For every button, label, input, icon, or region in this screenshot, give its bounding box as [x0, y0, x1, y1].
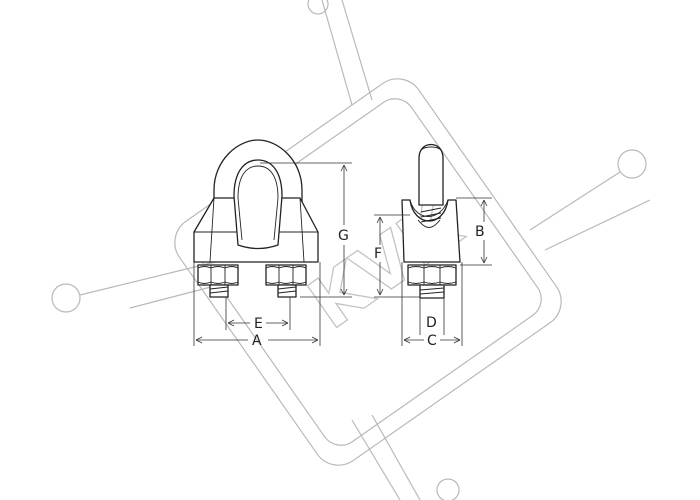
dimension-label-e: E — [254, 316, 263, 332]
dimension-d: D — [419, 298, 445, 335]
dimension-g: G — [260, 162, 352, 298]
dimension-f: F — [374, 214, 420, 298]
side-view: F B D C — [374, 143, 492, 349]
dimension-e: E — [225, 297, 291, 332]
dimension-label-c: C — [427, 333, 437, 349]
dimension-c: C — [401, 262, 463, 349]
right-nut — [265, 264, 307, 298]
dimension-label-b: B — [475, 224, 485, 240]
dimension-label-f: F — [374, 246, 382, 262]
front-view: A E G — [193, 139, 352, 349]
side-u-bolt-leg — [418, 143, 444, 206]
left-nut — [197, 264, 239, 298]
u-bolt-inner-loop — [233, 159, 283, 250]
side-nut — [407, 264, 457, 299]
dimension-b: B — [456, 197, 492, 266]
dimension-label-d: D — [426, 315, 437, 331]
dimension-label-a: A — [252, 333, 262, 349]
dimension-a: A — [193, 262, 321, 349]
dimension-label-g: G — [338, 228, 349, 244]
watermark: KVK — [51, 0, 651, 500]
